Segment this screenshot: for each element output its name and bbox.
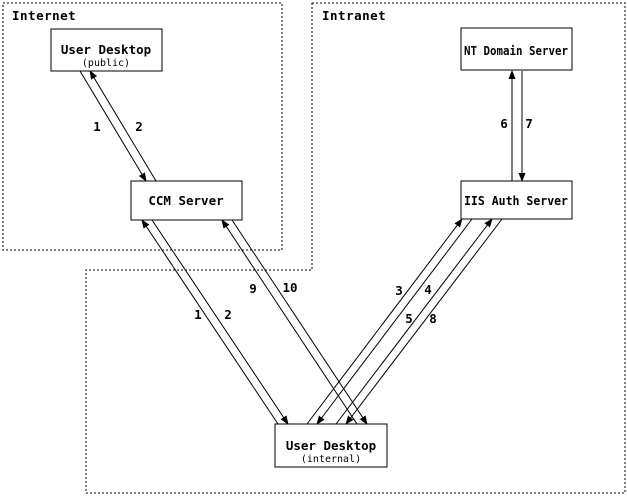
user-desktop-internal-title: User Desktop — [286, 438, 376, 453]
flow-label-10: 10 — [282, 280, 297, 295]
iis-auth-server-box — [460, 180, 573, 220]
node-user-desktop-internal: User Desktop (internal) — [274, 423, 388, 468]
internet-zone-label: Internet — [12, 8, 76, 23]
flow-label-4: 4 — [424, 282, 432, 297]
user-desktop-internal-subtitle: (internal) — [301, 454, 361, 465]
flow-label-1-internal: 1 — [194, 307, 202, 322]
nt-domain-server-box — [460, 27, 573, 71]
internet-zone-border — [2, 2, 283, 251]
iis-auth-server-title: IIS Auth Server — [464, 193, 568, 208]
nt-domain-server-title: NT Domain Server — [464, 43, 568, 58]
flow-label-8: 8 — [429, 311, 437, 326]
flow-label-1-public: 1 — [93, 119, 101, 134]
node-user-desktop-public: User Desktop (public) — [50, 28, 163, 72]
arrow-ccm-to-public-desktop — [89, 70, 157, 182]
arrow-internal-desktop-to-iis-3 — [306, 218, 463, 425]
arrow-ccm-to-internal-desktop-10 — [231, 219, 368, 425]
arrow-iis-to-internal-desktop-8 — [345, 218, 503, 425]
node-iis-auth-server: IIS Auth Server — [460, 180, 573, 220]
arrow-public-desktop-to-ccm — [79, 70, 147, 182]
flow-label-6: 6 — [500, 116, 508, 131]
flow-label-2-internal: 2 — [224, 307, 232, 322]
arrow-iis-to-internal-desktop-4 — [316, 218, 473, 425]
arrow-internal-desktop-to-ccm — [141, 219, 279, 425]
user-desktop-internal-box — [274, 423, 388, 468]
user-desktop-public-box — [50, 28, 163, 72]
intranet-zone-label: Intranet — [322, 8, 386, 23]
flow-label-7: 7 — [525, 116, 533, 131]
flow-label-5: 5 — [405, 311, 413, 326]
ccm-server-box — [130, 180, 243, 221]
arrow-internal-desktop-to-iis-5 — [335, 218, 493, 425]
ccm-server-title: CCM Server — [148, 193, 224, 208]
node-ccm-server: CCM Server — [130, 180, 243, 221]
node-nt-domain-server: NT Domain Server — [460, 27, 573, 71]
flow-label-2-public: 2 — [135, 119, 143, 134]
user-desktop-public-title: User Desktop — [61, 42, 151, 57]
arrow-ccm-to-internal-desktop — [151, 219, 289, 425]
user-desktop-public-subtitle: (public) — [82, 58, 130, 69]
intranet-zone-border — [85, 2, 626, 494]
flow-label-3: 3 — [395, 283, 403, 298]
flow-label-9: 9 — [249, 281, 257, 296]
arrow-internal-desktop-to-ccm-9 — [221, 219, 358, 425]
